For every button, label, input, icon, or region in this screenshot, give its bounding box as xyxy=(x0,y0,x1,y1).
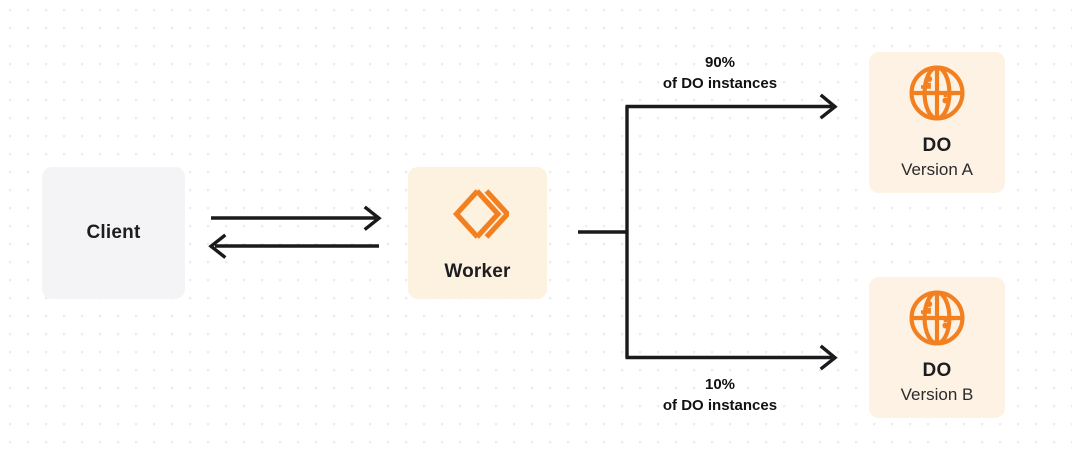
edge-worker-to-client xyxy=(208,233,379,259)
node-do-version-b: DO Version B xyxy=(869,277,1005,418)
edge-percent-do-a: 90% xyxy=(704,54,736,71)
edge-percent-do-b: 10% xyxy=(704,376,736,393)
node-worker-label: Worker xyxy=(444,260,511,282)
edge-worker-to-do-b xyxy=(625,344,838,371)
node-worker: Worker xyxy=(408,167,547,299)
edge-label-do-a: 90% of DO instances xyxy=(612,52,828,95)
edge-client-to-worker xyxy=(211,205,382,231)
edge-caption-do-a: of DO instances xyxy=(662,75,778,93)
cloudflare-workers-icon xyxy=(447,183,509,245)
node-do-version-a: DO Version A xyxy=(869,52,1005,193)
node-client-label: Client xyxy=(86,221,141,243)
node-do-b-label: DO xyxy=(922,359,952,381)
node-do-a-sublabel: Version A xyxy=(901,160,973,180)
globe-icon xyxy=(907,63,967,123)
node-client: Client xyxy=(42,167,185,299)
node-do-b-sublabel: Version B xyxy=(900,385,974,405)
globe-icon xyxy=(907,288,967,348)
edge-caption-do-b: of DO instances xyxy=(662,397,778,415)
edge-label-do-b: 10% of DO instances xyxy=(612,374,828,417)
node-do-a-label: DO xyxy=(922,134,952,156)
edge-worker-to-do-a xyxy=(625,93,838,120)
edge-worker-branch-trunk xyxy=(578,106,629,358)
